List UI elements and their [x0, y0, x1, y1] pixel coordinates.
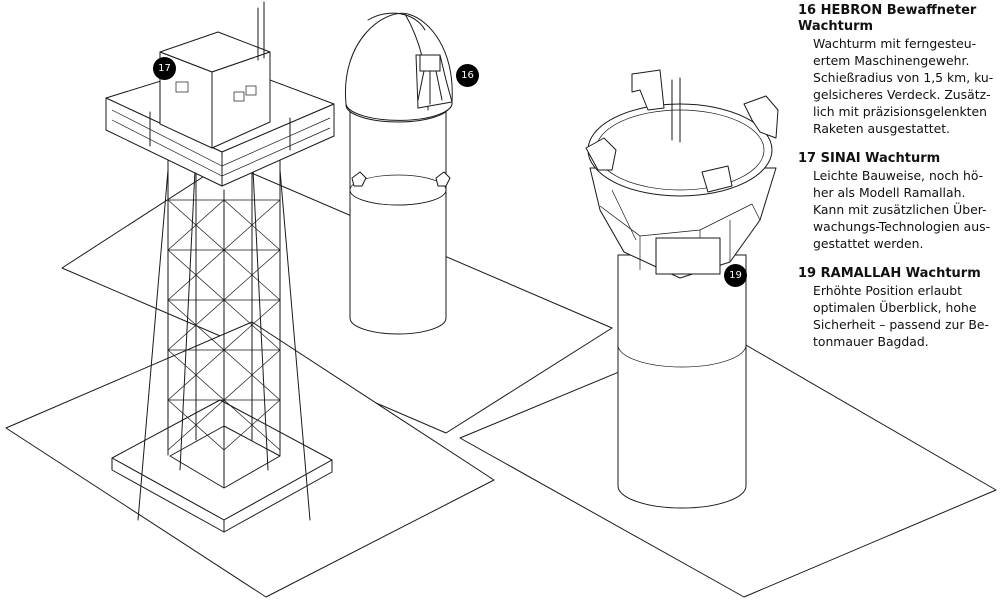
legend-text-16: Wachturm mit ferngesteu- ertem Maschinen… — [813, 36, 994, 136]
legend-title-19: 19 RAMALLAH Wachturm — [798, 266, 981, 281]
tower-17-sinai — [105, 1, 335, 533]
marker-17: 17 — [153, 57, 176, 80]
legend-entry-16: 16 HEBRON Bewaffneter Wachturm Wachturm … — [798, 3, 996, 137]
legend-entry-17: 17 SINAI Wachturm Leichte Bauweise, noch… — [798, 151, 996, 252]
legend-text-17: Leichte Bauweise, noch hö- her als Model… — [813, 168, 991, 251]
legend-title-16: 16 HEBRON Bewaffneter Wachturm — [798, 3, 977, 34]
legend-title-17: 17 SINAI Wachturm — [798, 151, 941, 166]
marker-19: 19 — [724, 264, 747, 287]
marker-16: 16 — [456, 64, 479, 87]
legend: 16 HEBRON Bewaffneter Wachturm Wachturm … — [798, 3, 996, 364]
legend-text-19: Erhöhte Position erlaubt optimalen Überb… — [813, 283, 989, 349]
tower-16-hebron — [345, 12, 453, 335]
tower-19-ramallah — [585, 69, 779, 509]
ground-plate-16 — [61, 161, 613, 434]
legend-entry-19: 19 RAMALLAH Wachturm Erhöhte Position er… — [798, 266, 996, 350]
